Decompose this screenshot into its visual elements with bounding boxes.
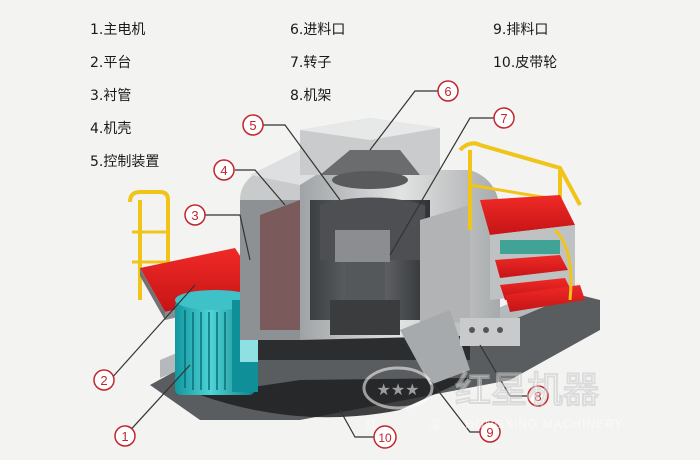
callout-3: 3 (184, 204, 206, 226)
svg-text:6: 6 (444, 84, 451, 99)
svg-text:4: 4 (220, 163, 227, 178)
legend-item-6: 6.进料口 (290, 22, 346, 38)
svg-text:8: 8 (534, 389, 541, 404)
brand-pinyin: HONGXING MACHINERY (465, 417, 623, 431)
callout-5: 5 (242, 114, 264, 136)
legend-item-5: 5.控制装置 (90, 154, 160, 170)
callout-9: 9 (479, 421, 501, 443)
machine-housing (240, 150, 500, 340)
callout-markers: 1 2 3 4 5 6 7 8 9 10 (93, 80, 549, 449)
legend-item-8: 8.机架 (290, 88, 332, 104)
brand-logo-mark (362, 366, 434, 410)
legend-item-3: 3.衬管 (90, 88, 132, 104)
legend-item-10: 10.皮带轮 (493, 55, 558, 71)
legend-item-4: 4.机壳 (90, 121, 132, 137)
callout-10: 10 (373, 425, 397, 449)
svg-text:5: 5 (249, 118, 256, 133)
brand-name: 红星机器 (455, 370, 600, 411)
legend-item-9: 9.排料口 (493, 22, 549, 38)
brand-watermark: ★★★ 红星机器 HONGXING MACHINERY 红 星 (362, 366, 623, 431)
callout-2: 2 (93, 369, 115, 391)
svg-text:3: 3 (191, 208, 198, 223)
svg-text:10: 10 (378, 431, 392, 445)
legend-item-1: 1.主电机 (90, 22, 146, 38)
feed-inlet (300, 118, 440, 189)
legend-item-7: 7.转子 (290, 55, 332, 71)
callout-4: 4 (213, 159, 235, 181)
main-motor (175, 290, 258, 395)
svg-text:★★★: ★★★ (376, 380, 419, 399)
svg-text:2: 2 (100, 373, 107, 388)
brand-small-left: 红 (366, 418, 377, 431)
discharge-frame (400, 310, 520, 385)
callout-1: 1 (114, 425, 136, 447)
callout-6: 6 (437, 80, 459, 102)
brand-small-mid: 星 (430, 418, 441, 431)
legend-col2: 6.进料口 7.转子 8.机架 (290, 22, 345, 104)
svg-text:7: 7 (500, 111, 507, 126)
legend-col3: 9.排料口 10.皮带轮 (493, 22, 557, 71)
svg-text:9: 9 (486, 425, 493, 440)
legend-item-2: 2.平台 (90, 55, 132, 71)
svg-text:1: 1 (121, 429, 128, 444)
callout-8: 8 (527, 385, 549, 407)
right-platform (458, 141, 585, 312)
legend-col1: 1.主电机 2.平台 3.衬管 4.机壳 5.控制装置 (90, 22, 159, 170)
callout-7: 7 (493, 107, 515, 129)
